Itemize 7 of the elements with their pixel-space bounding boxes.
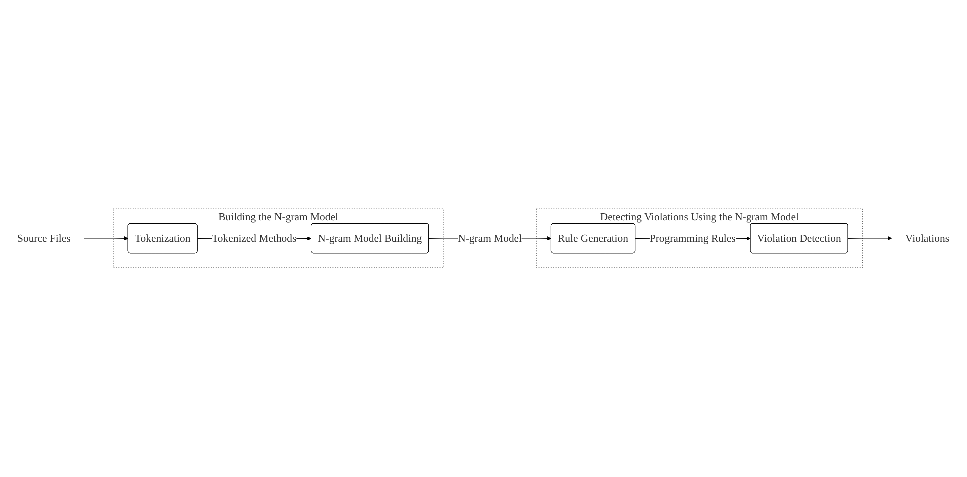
edge-label: Programming Rules [650, 232, 736, 245]
node-text: Violations [906, 232, 950, 245]
node-text: Source Files [18, 232, 71, 245]
edge-label: Tokenized Methods [212, 232, 297, 245]
arrow [84, 236, 129, 241]
edge-label: N-gram Model [458, 232, 522, 245]
arrow [848, 236, 892, 241]
